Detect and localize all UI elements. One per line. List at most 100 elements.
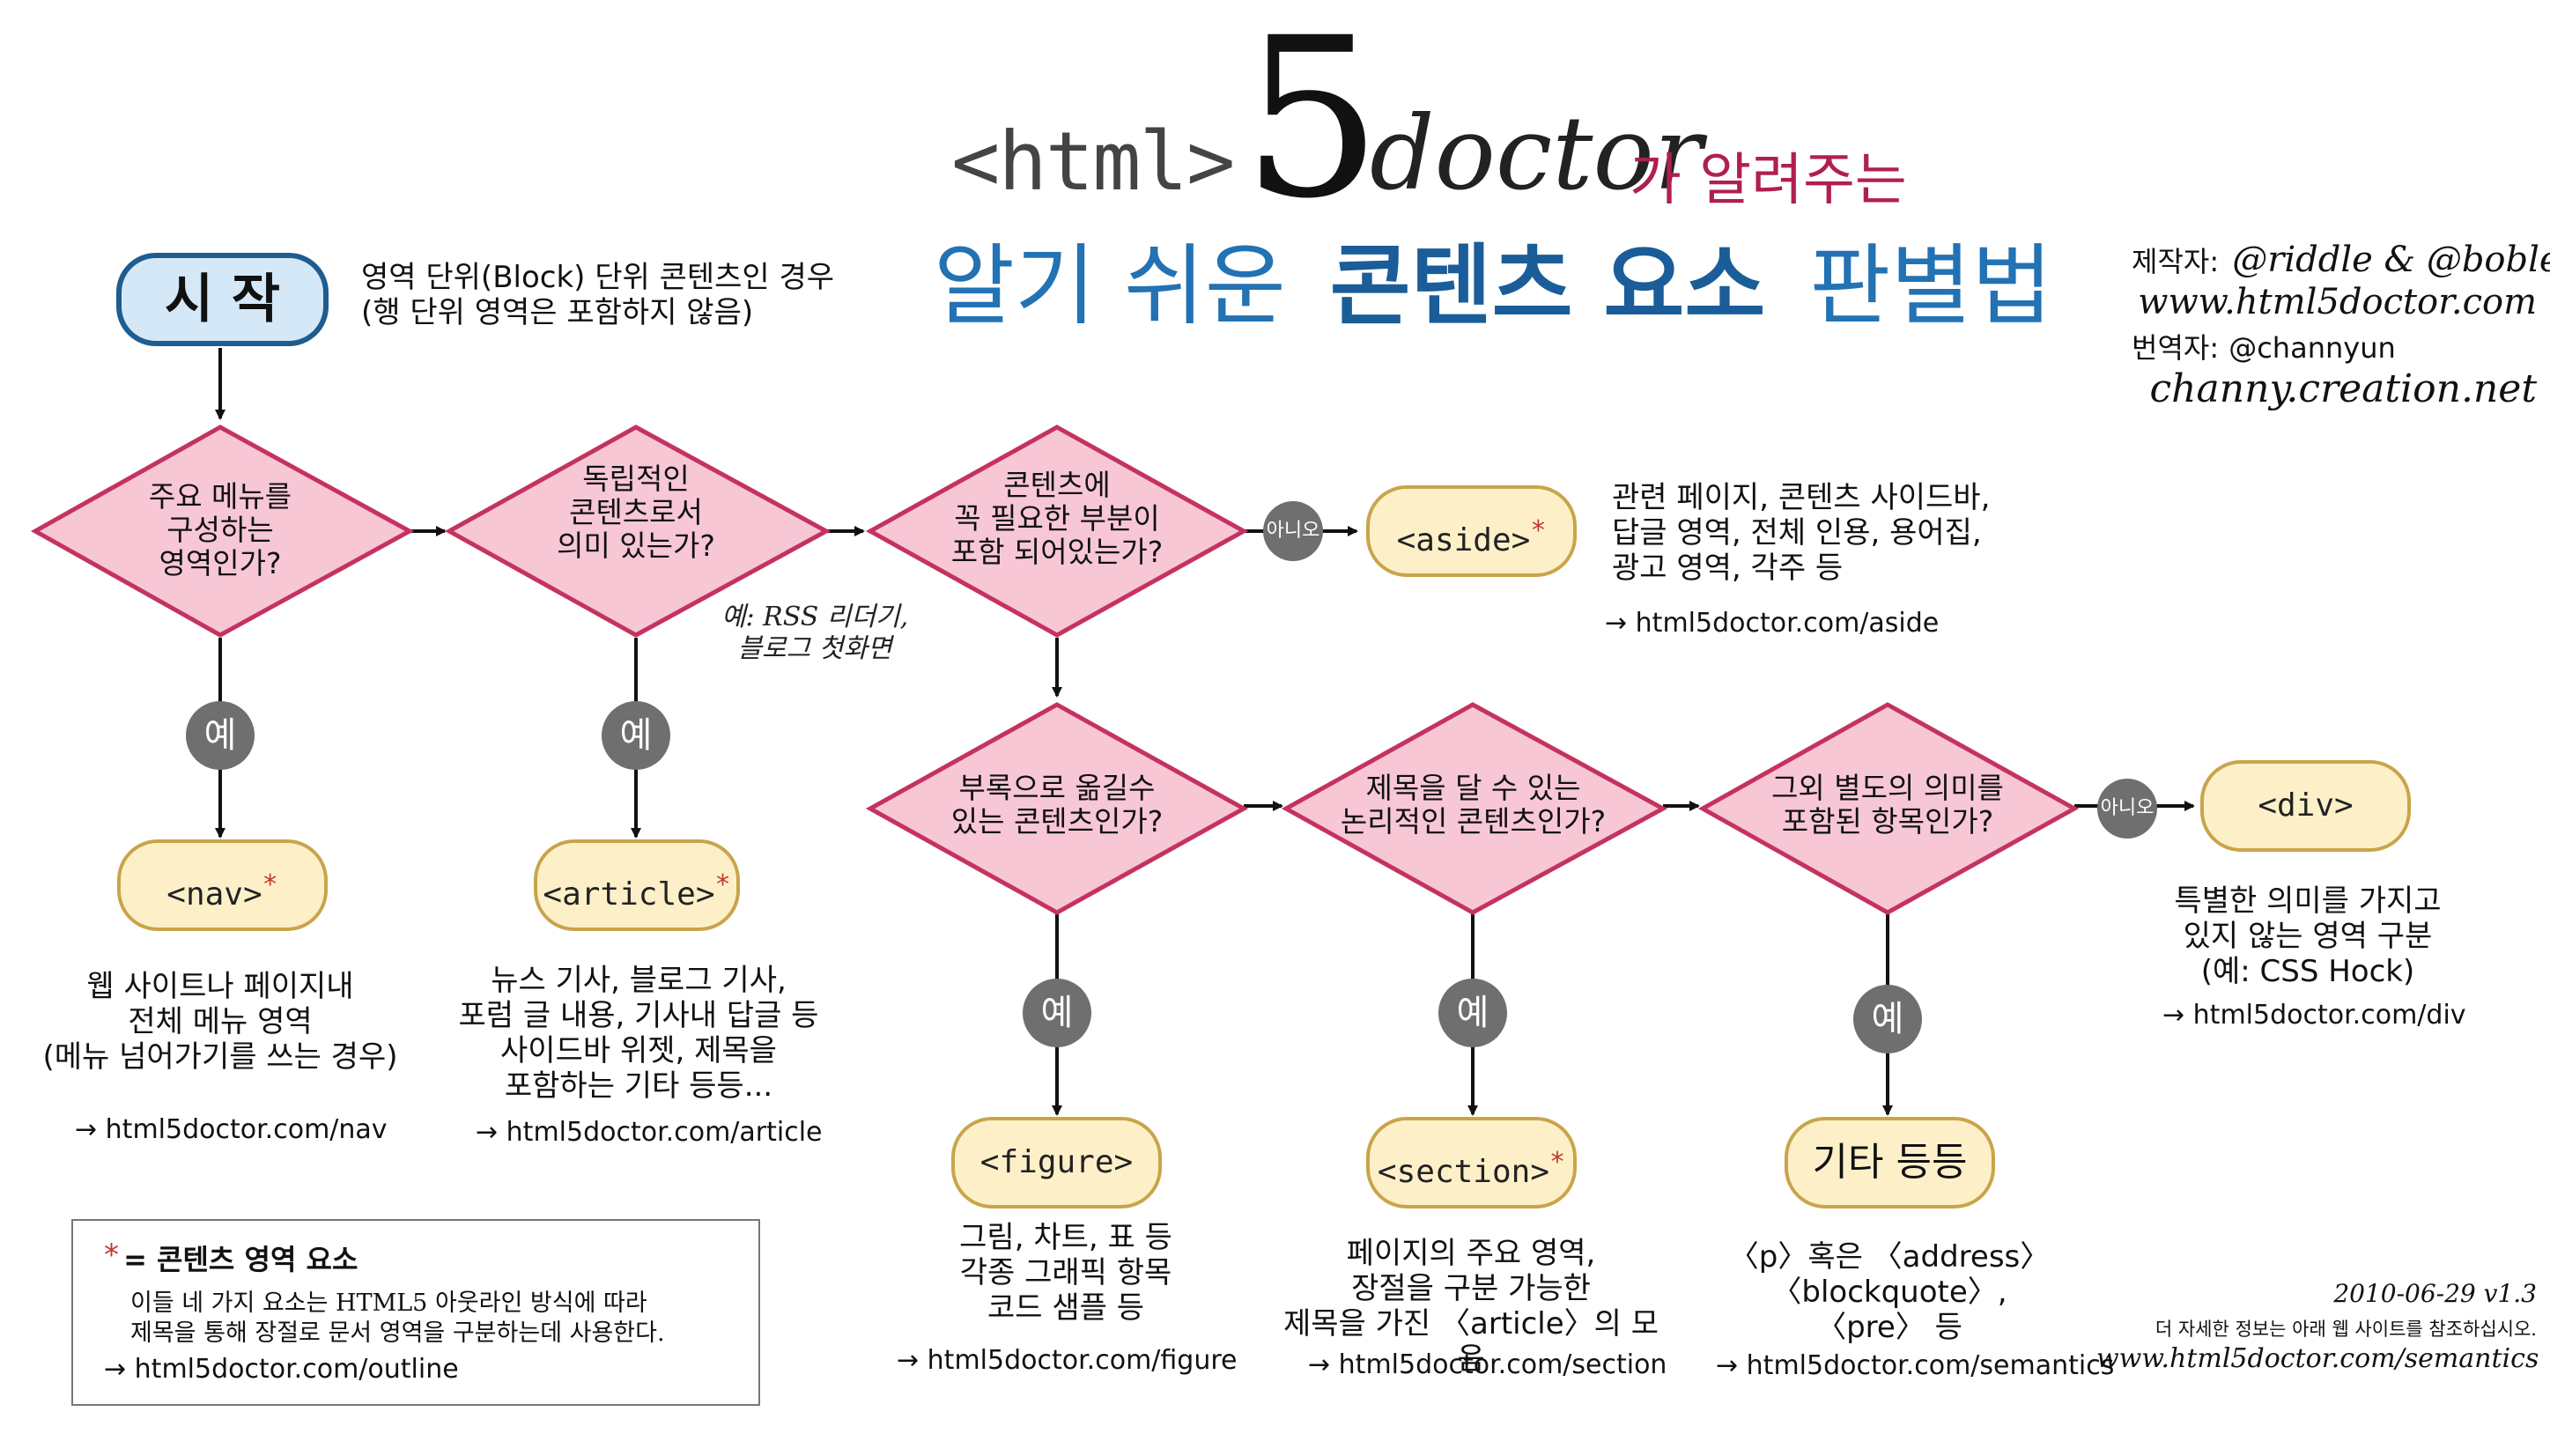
q6-line1: 그외 별도의 의미를 [1771, 771, 2004, 805]
question-q6: 그외 별도의 의미를 포함된 항목인가? [1747, 772, 2029, 839]
logo-html-text: <html> [951, 115, 1235, 209]
footer-site[interactable]: www.html5doctor.com/semantics [2096, 1343, 2539, 1374]
answer-badges [186, 501, 2157, 1053]
question-q3: 콘텐츠에 꼭 필요한 부분이 포함 되어있는가? [916, 469, 1198, 569]
q2-example: 예: RSS 리더기, 블로그 첫화면 [700, 602, 929, 665]
div-desc-line3: (예: CSS Hock) [2200, 954, 2415, 989]
author-names: @riddle & @boblet [2232, 240, 2550, 280]
translator-site: channy.creation.net [2149, 366, 2537, 411]
element-tags [117, 485, 2411, 1208]
section-star: * [1549, 1147, 1566, 1178]
section-text: <section> [1377, 1154, 1549, 1190]
legend-link[interactable]: → html5doctor.com/outline [104, 1354, 459, 1385]
q2-example-line1: 예: RSS 리더기, [721, 602, 909, 632]
other-link[interactable]: → html5doctor.com/semantics [1716, 1350, 2115, 1381]
other-desc-line1: 〈p〉혹은 〈address〉 [1728, 1239, 2051, 1275]
legend-title: = 콘텐츠 영역 요소 [123, 1243, 358, 1276]
badge-no-q3 [1263, 501, 1323, 561]
start-label: 시 작 [164, 269, 281, 330]
tag-article-label: <article>* [536, 841, 738, 939]
figure-text: <figure> [979, 1144, 1134, 1180]
nav-star: * [262, 869, 278, 900]
aside-desc-line1: 관련 페이지, 콘텐츠 사이드바, [1612, 480, 1991, 515]
q2-line2: 콘텐츠로서 [569, 495, 703, 529]
tag-section [1366, 1117, 1577, 1208]
tag-aside-label: <aside>* [1368, 487, 1575, 585]
aside-desc-line3: 광고 영역, 각주 등 [1612, 551, 1844, 586]
div-desc-line2: 있지 않는 영역 구분 [2183, 919, 2433, 954]
section-desc-line1: 페이지의 주요 영역, [1346, 1236, 1596, 1271]
badge-yes-q6 [1853, 985, 1922, 1053]
legend-box [71, 1219, 760, 1406]
div-desc-line1: 특별한 의미를 가지고 [2174, 883, 2442, 919]
yes-label-q5: 예 [1456, 993, 1489, 1033]
logo-doctor: doctor [1370, 95, 1703, 213]
title-bold: 콘텐츠 요소 [1329, 234, 1766, 337]
start-note-line2: (행 단위 영역은 포함하지 않음) [361, 295, 754, 330]
article-link[interactable]: → html5doctor.com/article [476, 1117, 823, 1148]
q2-line1: 독립적인 [582, 462, 690, 496]
yes-label-q4: 예 [1040, 993, 1074, 1033]
nav-link[interactable]: → html5doctor.com/nav [75, 1114, 388, 1145]
q1-line2: 구성하는 [166, 513, 274, 547]
section-description: 페이지의 주요 영역, 장절을 구분 가능한 제목을 가진 〈article〉의… [1277, 1236, 1665, 1377]
article-text: <article> [543, 876, 715, 913]
tag-other [1785, 1117, 1995, 1208]
tag-nav [117, 839, 328, 931]
tag-div [2200, 760, 2411, 852]
nav-desc-line2: 전체 메뉴 영역 [128, 1004, 313, 1039]
page-title: 알기 쉬운 콘텐츠 요소 판별법 [934, 233, 2052, 339]
legend-line2: 제목을 통해 장절로 문서 영역을 구분하는데 사용한다. [130, 1319, 665, 1347]
tag-article [534, 839, 740, 931]
footer-note: 더 자세한 정보는 아래 웹 사이트를 참조하십시오. [2155, 1319, 2537, 1340]
diamond-q5 [1281, 702, 1668, 915]
q3-line1: 콘텐츠에 [1003, 468, 1111, 502]
nav-description: 웹 사이트나 페이지내 전체 메뉴 영역 (메뉴 넘어가기를 쓰는 경우) [18, 969, 423, 1075]
badge-no-q6 [2097, 779, 2157, 839]
no-label-q6: 아니오 [2100, 797, 2155, 819]
q3-line2: 꼭 필요한 부분이 [954, 501, 1160, 536]
q6-line2: 포함된 항목인가? [1781, 804, 1994, 839]
legend-line1: 이들 네 가지 요소는 HTML5 아웃라인 방식에 따라 [130, 1290, 647, 1317]
aside-text: <aside> [1396, 522, 1531, 558]
tag-figure-label: <figure> [953, 1119, 1160, 1207]
figure-description: 그림, 차트, 표 등 각종 그래픽 항목 코드 샘플 등 [890, 1220, 1242, 1326]
question-q2: 독립적인 콘텐츠로서 의미 있는가? [504, 462, 768, 563]
question-q5: 제목을 달 수 있는 논리적인 콘텐츠인가? [1321, 772, 1625, 839]
aside-link[interactable]: → html5doctor.com/aside [1605, 608, 1940, 639]
yes-label-q1: 예 [203, 715, 237, 756]
tag-aside [1366, 485, 1577, 577]
nav-desc-line3: (메뉴 넘어가기를 쓰는 경우) [42, 1039, 398, 1075]
section-link[interactable]: → html5doctor.com/section [1308, 1349, 1667, 1380]
yes-label-q6: 예 [1871, 999, 1904, 1039]
author-label: 제작자: [2132, 245, 2220, 278]
tag-section-label: <section>* [1368, 1119, 1575, 1216]
footer-version: 2010-06-29 v1.3 [2333, 1279, 2537, 1308]
q5-line1: 제목을 달 수 있는 [1365, 771, 1581, 805]
section-desc-line2: 장절을 구분 가능한 [1351, 1271, 1591, 1306]
title-part2: 판별법 [1809, 234, 2053, 337]
q3-line3: 포함 되어있는가? [950, 535, 1164, 569]
badge-yes-q2 [602, 701, 670, 770]
aside-description: 관련 페이지, 콘텐츠 사이드바, 답글 영역, 전체 인용, 용어집, 광고 … [1612, 480, 2070, 586]
q4-line2: 있는 콘텐츠인가? [950, 804, 1164, 839]
author-site: www.html5doctor.com [2138, 282, 2537, 322]
diamond-q2 [444, 425, 832, 638]
badge-yes-q1 [186, 701, 255, 770]
nav-text: <nav> [166, 876, 262, 913]
figure-link[interactable]: → html5doctor.com/figure [897, 1345, 1238, 1376]
aside-star: * [1530, 515, 1547, 546]
translator-name: @channyun [2228, 331, 2396, 365]
q5-line2: 논리적인 콘텐츠인가? [1340, 804, 1607, 839]
div-link[interactable]: → html5doctor.com/div [2162, 1000, 2466, 1031]
header-logo: <html> 5 doctor 가 알려주는 [951, 9, 1955, 229]
start-note: 영역 단위(Block) 단위 콘텐츠인 경우 (행 단위 영역은 포함하지 않… [361, 260, 890, 330]
legend: * = 콘텐츠 영역 요소 이들 네 가지 요소는 HTML5 아웃라인 방식에… [104, 1238, 747, 1386]
q1-line3: 영역인가? [159, 546, 282, 580]
section-desc-line3: 제목을 가진 〈article〉의 모음 [1282, 1306, 1659, 1377]
div-description: 특별한 의미를 가지고 있지 않는 영역 구분 (예: CSS Hock) [2132, 883, 2484, 989]
decision-diamonds [30, 425, 2080, 915]
article-desc-line2: 포럼 글 내용, 기사내 답글 등 [458, 998, 819, 1033]
div-text: <div> [2258, 787, 2354, 824]
